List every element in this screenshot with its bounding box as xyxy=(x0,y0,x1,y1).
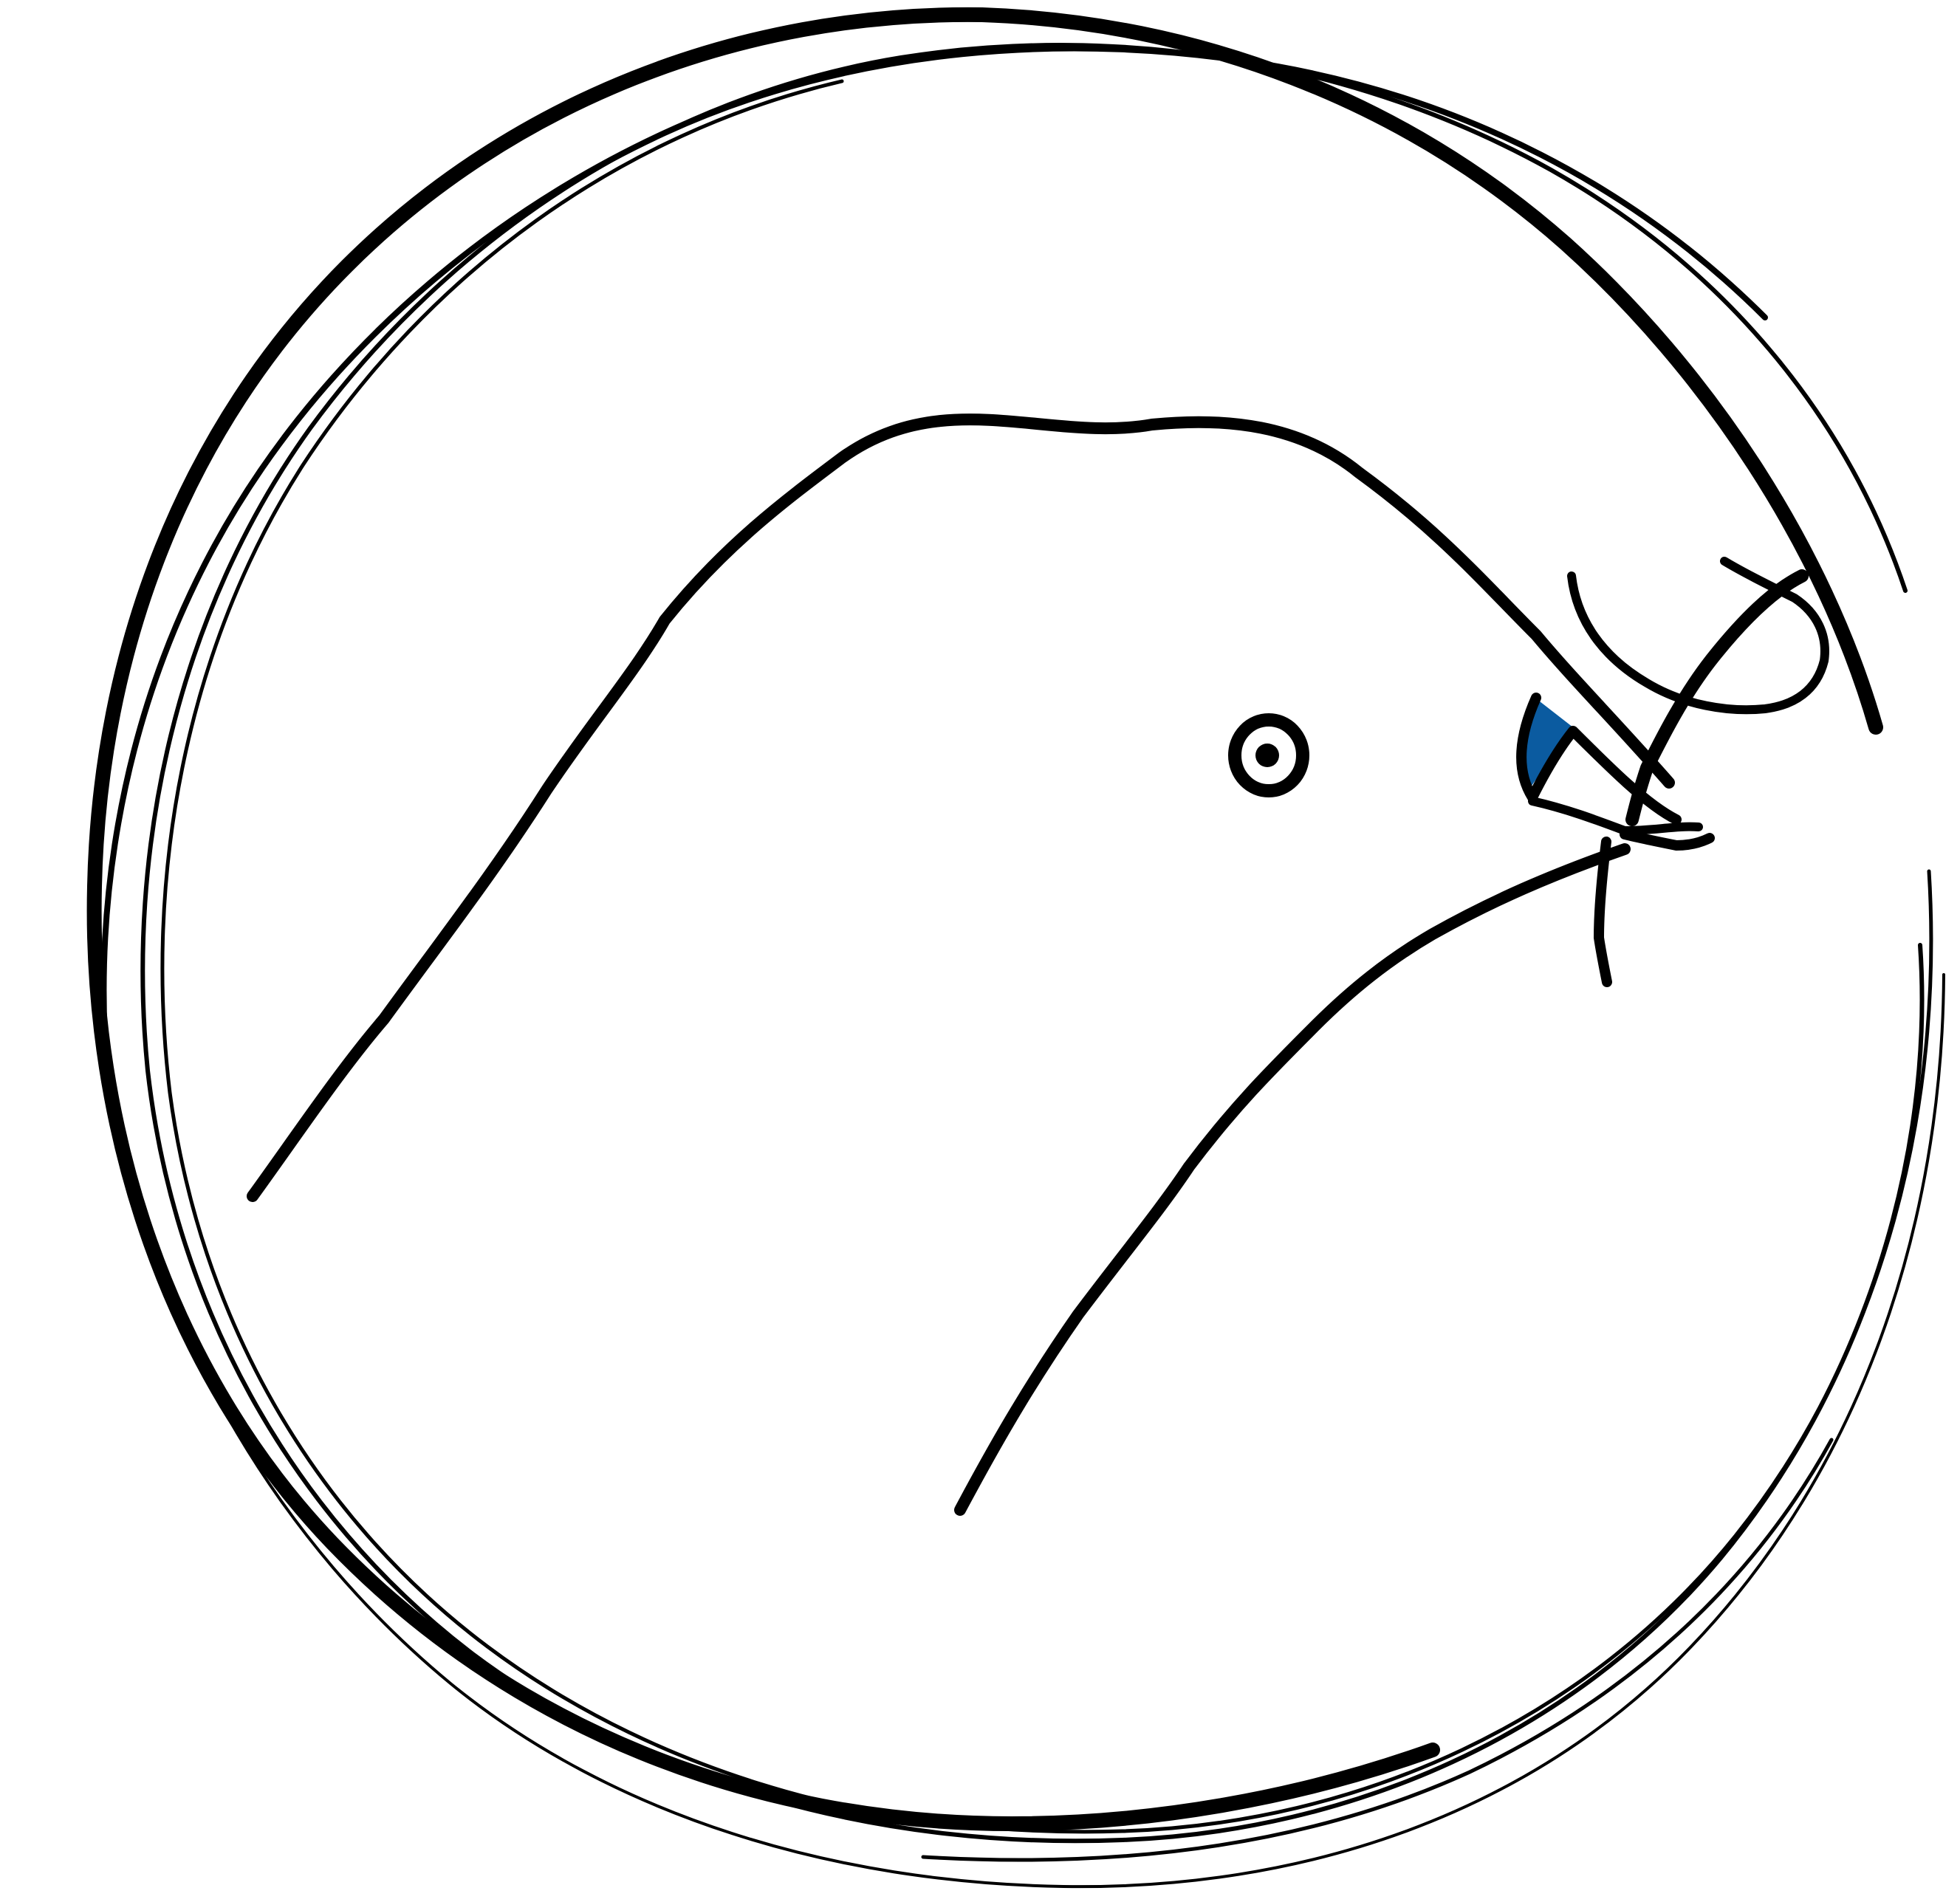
branch-leaf-left xyxy=(1567,557,1829,715)
frame-stroke-inner-a xyxy=(140,43,1925,1844)
olive-branch-icon xyxy=(1567,557,1829,987)
eye-icon xyxy=(1228,713,1309,797)
frame-stroke-inner-d xyxy=(100,45,1768,1110)
dove-crown-line xyxy=(247,413,1675,1202)
branch-stem-main xyxy=(1625,569,1809,826)
frame-stroke-inner-c xyxy=(117,973,1945,1889)
brush-circle-icon xyxy=(86,7,1945,1889)
branch-stem-lower xyxy=(1620,829,1715,851)
frame-stroke-main xyxy=(86,7,1883,1831)
beak-upper xyxy=(1516,693,1682,825)
eye-ring xyxy=(1228,713,1309,797)
dove-throat-line xyxy=(954,843,1631,1516)
frame-stroke-inner-e xyxy=(921,1438,1834,1862)
frame-stroke-inner-b xyxy=(160,79,1933,1834)
dove-icon xyxy=(247,413,1675,1516)
eye-pupil xyxy=(1255,744,1279,767)
branch-stem-drop xyxy=(1594,837,1612,987)
beak-accent xyxy=(1523,701,1573,790)
